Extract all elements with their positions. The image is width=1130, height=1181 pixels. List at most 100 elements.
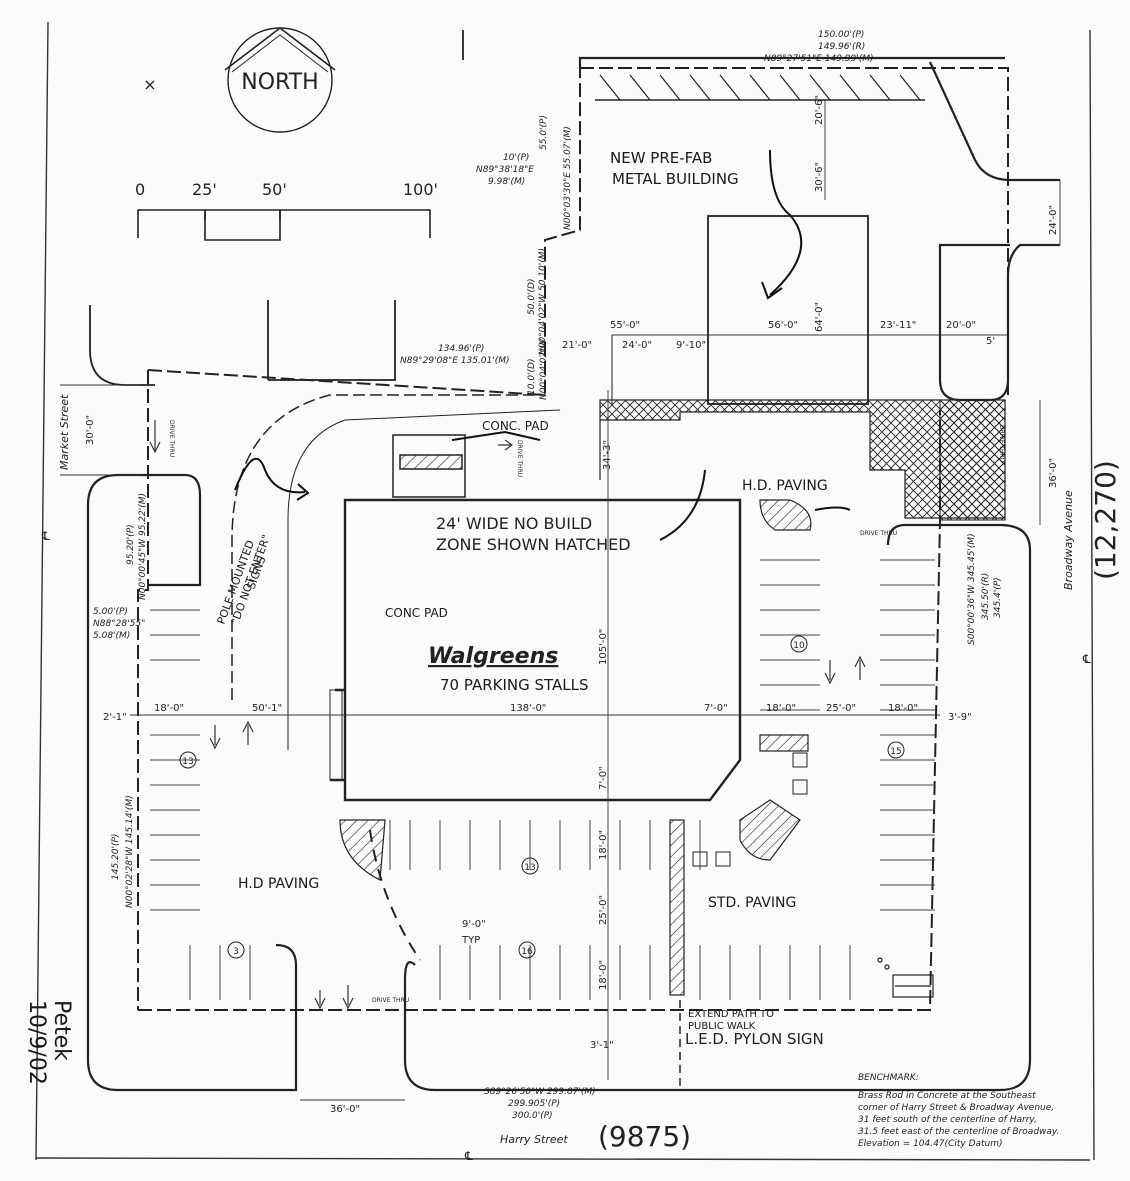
dim-21-0: 21'-0" (562, 340, 592, 351)
dim-9-10: 9'-10" (676, 340, 706, 351)
dim-3-1: 3'-1" (590, 1040, 614, 1051)
bnd-top-1: 150.00'(P) (818, 30, 864, 40)
stall-count-13b: 13 (524, 863, 535, 873)
drive-lines (231, 394, 681, 1090)
label-parking: 70 PARKING STALLS (440, 676, 589, 694)
no-build-zone-east (939, 399, 1006, 521)
dim-25-0b: 25'-0" (598, 895, 609, 925)
traffic-arrows (149, 420, 866, 1010)
bnd-b10-2: 345.50'(R) (981, 573, 991, 620)
benchmark-line-2: corner of Harry Street & Broadway Avenue… (858, 1103, 1054, 1113)
dim-typ: TYP (461, 935, 480, 946)
benchmark-line-1: Brass Rod in Concrete at the Southeast (858, 1091, 1036, 1101)
label-walgreens: Walgreens (428, 644, 558, 669)
label-date: 10/9/02 (24, 1000, 49, 1085)
bnd-b4-2: N00°04'02"W (539, 338, 549, 400)
svg-text:℄: ℄ (464, 1149, 473, 1163)
label-pylon: L.E.D. PYLON SIGN (685, 1030, 824, 1048)
traffic-count-broadway: (12,270) (1089, 460, 1122, 580)
dim-55-0: 55'-0" (610, 320, 640, 331)
dim-24-0: 24'-0" (1048, 205, 1059, 235)
bnd-b10-1: S00°00'36"W 345.45'(M) (967, 533, 977, 645)
dim-36-0b: 36'-0" (330, 1104, 360, 1115)
bnd-b5-1: 134.96'(P) (438, 344, 484, 354)
label-std-paving: STD. PAVING (708, 895, 796, 911)
north-arrow-icon: NORTH (224, 26, 336, 133)
traffic-count-harry: (9875) (598, 1120, 691, 1153)
label-extend-path-2: PUBLIC WALK (688, 1021, 756, 1032)
dim-3-9: 3'-9" (948, 712, 972, 723)
dim-50-1: 50'-1" (252, 703, 282, 714)
dim-36-0r: 36'-0" (1048, 458, 1059, 488)
dim-9-0: 9'-0" (462, 919, 486, 930)
dim-34-3: 34'-3" (602, 440, 613, 470)
bnd-b5-2: N89°29'08"E 135.01'(M) (400, 356, 510, 366)
bnd-b3-1: 50.0'(D) (527, 279, 537, 315)
benchmark-note: BENCHMARK: Brass Rod in Concrete at the … (858, 1073, 1059, 1149)
dim-20-0: 20'-0" (946, 320, 976, 331)
label-hd-paving-left: H.D PAVING (238, 876, 319, 892)
bnd-b6-2: N00°00'45"W 95.22'(M) (138, 493, 148, 600)
dim-64-0: 64'-0" (814, 302, 825, 332)
label-drive-thru-2: DRIVE THRU (372, 997, 409, 1004)
bnd-b9-1: S89°26'50"W 299.87'(M) (484, 1087, 596, 1097)
bnd-b7-1: 5.00'(P) (93, 607, 128, 617)
bnd-top-3: N89°27'51"E 149.99'(M) (764, 54, 874, 64)
bnd-top-2: 149.96'(R) (818, 42, 865, 52)
street-harry: Harry Street (500, 1133, 568, 1146)
street-broadway: Broadway Avenue (1062, 490, 1075, 590)
concrete-pad (392, 434, 466, 498)
stall-count-16: 16 (521, 947, 533, 957)
bnd-b10-3: 345.4'(P) (993, 577, 1003, 618)
bnd-b9-3: 300.0'(P) (512, 1111, 553, 1121)
parking-stalls (150, 559, 935, 1000)
bnd-b7-2: N88°28'55" (93, 619, 145, 629)
label-drive-thru-1: DRIVE THRU (860, 530, 897, 537)
dim-30-0: 30'-0" (85, 415, 96, 445)
curbs (86, 56, 1060, 1092)
dim-18-0a: 18'-0" (154, 703, 184, 714)
stall-count-badges (179, 635, 905, 959)
dim-18-0c: 18'-0" (888, 703, 918, 714)
sheet-frame (35, 21, 1095, 1161)
scale-bar: 0 25' 50' 100' (135, 180, 438, 241)
x-mark: × (143, 75, 156, 94)
stall-count-15: 15 (890, 747, 901, 757)
label-drive-thru-5: DRIVE THRU (998, 425, 1005, 462)
label-drive-thru-3: DRIVE THRU (168, 420, 175, 457)
dim-18-0b: 18'-0" (766, 703, 796, 714)
bnd-b1-1: 55.0'(P) (539, 115, 549, 150)
centerline-markers: ℄ ℄ ℄ (41, 529, 1091, 1163)
bnd-b8-2: N00°02'28"W 145.14'(M) (125, 795, 135, 908)
label-initials: Petek (49, 1000, 74, 1061)
bnd-b8-1: 145.20'(P) (111, 834, 121, 880)
dim-20-6: 20'-6" (814, 95, 825, 125)
dimension-lines (60, 100, 1061, 1101)
dim-7-0a: 7'-0" (704, 703, 728, 714)
dim-24-0b: 24'-0" (622, 340, 652, 351)
label-conc-pad-top: CONC. PAD (482, 419, 549, 433)
scale-25: 25' (192, 180, 217, 199)
dim-138-0: 138'-0" (510, 703, 546, 714)
street-market: Market Street (58, 394, 71, 470)
scale-50: 50' (262, 180, 287, 199)
benchmark-line-3: 31 feet south of the centerline of Harry… (858, 1115, 1037, 1125)
prefab-hatch (595, 74, 925, 101)
label-building-1: NEW PRE-FAB (610, 149, 712, 167)
label-hd-paving-top: H.D. PAVING (742, 478, 828, 494)
islands (339, 499, 812, 996)
label-drive-thru-4: DRIVE THRU (516, 440, 523, 477)
label-building-2: METAL BUILDING (612, 170, 739, 188)
dim-2-1: 2'-1" (103, 712, 127, 723)
north-label: NORTH (241, 70, 318, 95)
dim-23-11: 23'-11" (880, 320, 916, 331)
dim-18-0d: 18'-0" (598, 830, 609, 860)
svg-text:℄: ℄ (1082, 652, 1091, 666)
label-extend-path-1: EXTEND PATH TO (688, 1009, 774, 1020)
stall-count-3: 3 (233, 947, 239, 957)
stall-count-13a: 13 (182, 757, 193, 767)
dim-18-0e: 18'-0" (598, 960, 609, 990)
label-no-build-1: 24' WIDE NO BUILD (436, 514, 592, 533)
bnd-b2-1: 10'(P) (503, 153, 529, 163)
walgreens-building (329, 498, 742, 802)
